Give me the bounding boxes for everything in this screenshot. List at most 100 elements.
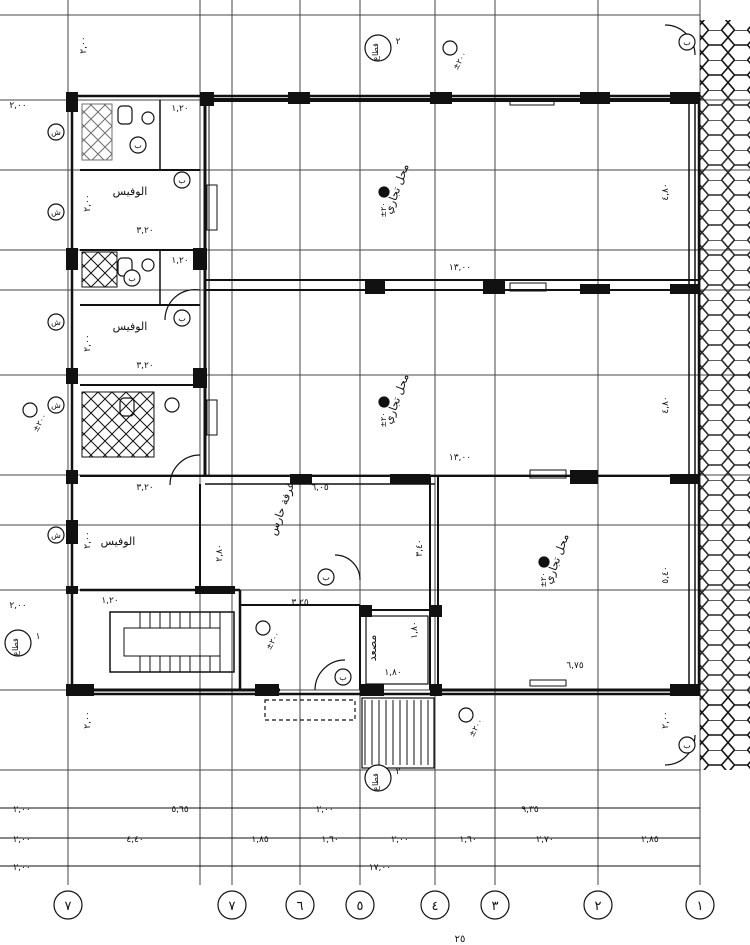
axis-label: ٤ (432, 899, 439, 914)
dimension-text: ٢,٠٠ (9, 601, 26, 611)
dimension-row-text: ٥,٦٥ (171, 805, 189, 815)
dimension-text: ٣,٢٥ (291, 598, 309, 608)
dimension-lines (0, 807, 700, 867)
axis-bubble-icon (53, 890, 83, 920)
dimension-text: ٢,٠٠ (83, 711, 93, 728)
dimension-row-text: ٩,٣٥ (521, 805, 539, 815)
window-tag: ش (51, 401, 61, 410)
axis-bubble-icon (217, 890, 247, 920)
door-tag: ب (178, 314, 186, 323)
room-label: غرفة حارس (266, 480, 297, 537)
section-mark-num: ٢ (396, 37, 401, 47)
window-tag: ش (51, 531, 61, 540)
washroom-tiles (81, 251, 118, 288)
dimension-text: ١٣,٠٠ (449, 263, 471, 273)
dimension-text: ٢,٠٠ (661, 711, 671, 728)
window-tag-icon (47, 313, 65, 331)
axis-bubble-icon (285, 890, 315, 920)
dimension-text: ٢,٠٠ (83, 531, 93, 548)
dimension-text: ٣,٢٠ (136, 226, 153, 236)
dimension-text: ١,٨٠ (410, 621, 420, 638)
entry-steps (361, 697, 435, 769)
dimension-row-text: ٢,٠٠ (13, 805, 30, 815)
doors (164, 24, 696, 766)
level-icon (538, 556, 550, 568)
level-icon (378, 396, 390, 408)
door-tag-icon (123, 269, 141, 287)
axis-label: ٧ (229, 899, 236, 914)
dimension-row-text: ٢,٠٠ (13, 835, 30, 845)
dimension-row-text: ٢,٠٠ (13, 863, 30, 873)
door-tag: ب (134, 141, 142, 150)
paving-hatch (700, 20, 750, 95)
dimension-text: ٣,٢٠ (136, 361, 153, 371)
axis-label: ١ (697, 899, 704, 914)
axis-label: ٥ (357, 899, 364, 914)
dimension-row-text: ١,٦٠ (459, 835, 476, 845)
dimension-text: ٢,٠٠ (79, 36, 89, 53)
window-tag: ش (51, 208, 61, 217)
dimension-text: ١٣,٠٠ (449, 453, 471, 463)
lift-shaft (365, 615, 429, 685)
dimension-text: ٣,٢٠ (136, 483, 153, 493)
dimension-text: ٢,٠٠ (9, 101, 26, 111)
dimension-text: ٦,٧٥ (566, 661, 584, 671)
walls (70, 94, 701, 696)
door-tag: ب (339, 673, 347, 682)
dimension-text: ٢,٨٠ (215, 544, 225, 561)
door-tag: ب (683, 38, 691, 47)
level-marker-icon (458, 707, 474, 723)
dimension-row-text: ٢,٨٥ (641, 835, 659, 845)
staircase (109, 611, 235, 673)
axis-label: ٦ (297, 899, 304, 914)
room-label: مصعد (366, 635, 379, 662)
door-tag-icon (334, 668, 352, 686)
dimension-row-text: ٤,٤٠ (126, 835, 143, 845)
dimension-text: ٣,٤٠ (415, 539, 425, 556)
paving-hatch (700, 95, 750, 695)
washroom-tiles (81, 391, 155, 458)
axis-bubble-icon (685, 890, 715, 920)
room-label: الوفيس (101, 535, 136, 548)
axis-label: ٣ (492, 899, 499, 914)
axis-bubble-icon (345, 890, 375, 920)
door-tag-icon (173, 309, 191, 327)
room-label: الوفيس (113, 185, 148, 198)
dimension-text: ٢,٠٠ (83, 334, 93, 351)
dimension-row-text: ١,٦٠ (321, 835, 338, 845)
dimension-text: ٢,٠٠ (83, 194, 93, 211)
dimension-text: ١,٨٠ (384, 668, 401, 678)
door-tag: ب (128, 274, 136, 283)
room-level: ±٢٠ (379, 202, 388, 217)
dimension-text: ٥,٤٠ (661, 566, 671, 583)
level-icon (378, 186, 390, 198)
window-tag-icon (47, 396, 65, 414)
dimension-row-text: ١٧,٠٠ (369, 863, 391, 873)
dimension-row-text: ١,٨٥ (251, 835, 269, 845)
section-mark-icon (364, 34, 392, 62)
axis-bubble-icon (583, 890, 613, 920)
door-tag-icon (678, 736, 696, 754)
door-tag: ب (178, 176, 186, 185)
door-tag: ب (683, 741, 691, 750)
window-tag-icon (47, 526, 65, 544)
room-level: ±٢٠ (539, 572, 548, 587)
dimension-text: ٤,٨٠ (661, 396, 671, 413)
windows (206, 100, 567, 687)
dimension-row-text: ٢,٧٠ (536, 835, 553, 845)
level-marker-icon (255, 620, 271, 636)
window-tag-icon (47, 203, 65, 221)
door-tag-icon (129, 136, 147, 154)
window-tag: ش (51, 318, 61, 327)
section-mark-label: قطاع (371, 773, 380, 791)
columns (66, 92, 700, 696)
axis-bubble-icon (420, 890, 450, 920)
section-mark-icon (364, 764, 392, 792)
dimension-row-text: ٢,٠٠ (316, 805, 333, 815)
dimension-text: ٤,٨٠ (661, 183, 671, 200)
section-mark-label: قطاع (371, 43, 380, 61)
axis-label: ٧ (65, 899, 72, 914)
dimension-text: ٦,٠٥ (311, 483, 329, 493)
washroom-tiles (81, 103, 113, 161)
